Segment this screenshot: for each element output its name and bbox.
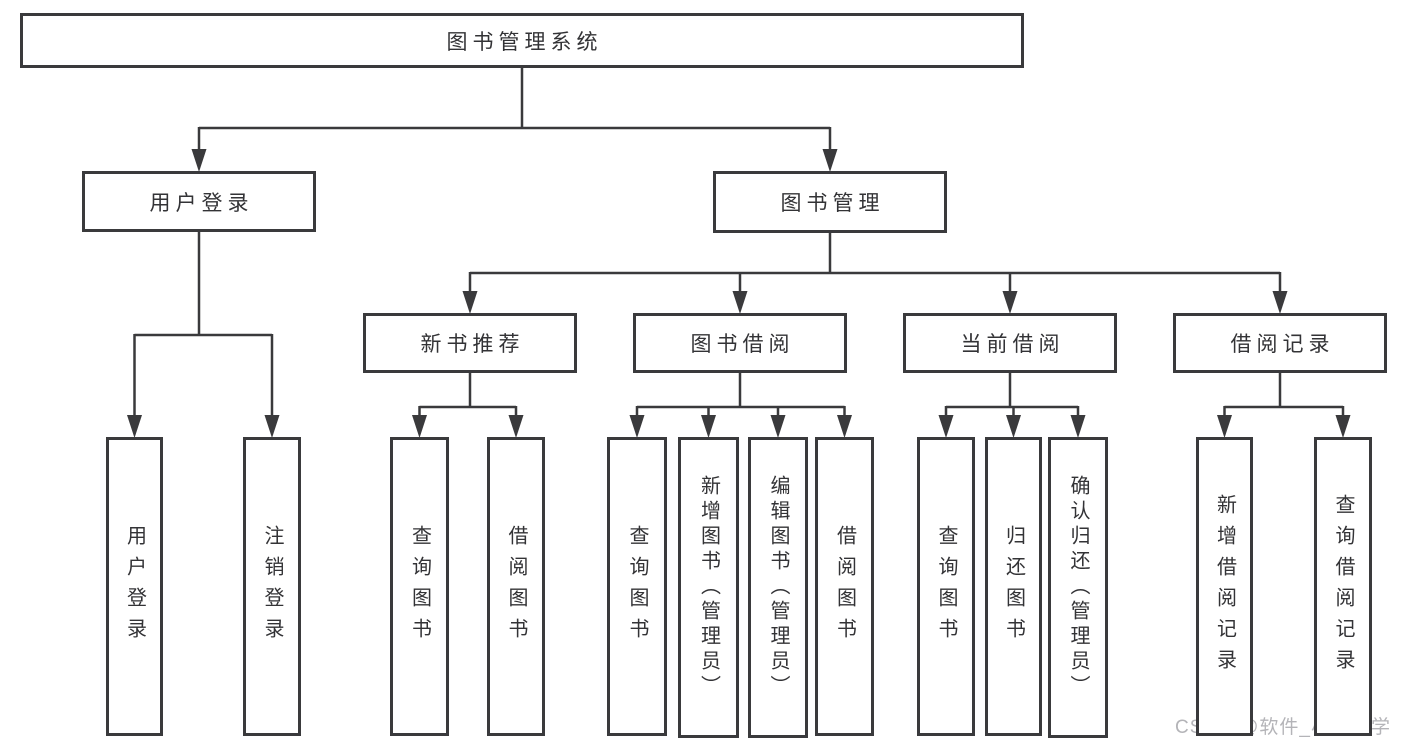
node-cb-query: 查询图书 [917, 437, 975, 736]
node-root: 图书管理系统 [20, 13, 1024, 68]
arrowhead-bb-borrow [837, 415, 852, 438]
node-bb-borrow: 借阅图书 [815, 437, 874, 736]
node-label-br-query: 查询借阅记录 [1332, 493, 1354, 680]
edge-user-login [127, 232, 280, 438]
arrowhead-br-add [1217, 415, 1232, 438]
node-br-add: 新增借阅记录 [1196, 437, 1253, 736]
arrowhead-bb-query [629, 415, 645, 438]
node-label-new-books: 新书推荐 [420, 333, 525, 356]
edge-current-borrow [938, 373, 1086, 438]
node-br-query: 查询借阅记录 [1314, 437, 1372, 736]
node-user-login: 用户登录 [82, 171, 316, 232]
node-label-cb-confirm: 确认归还（管理员） [1067, 475, 1089, 700]
node-bb-add: 新增图书（管理员） [678, 437, 739, 738]
arrowhead-bb-add [701, 415, 716, 438]
node-book-mgmt: 图书管理 [713, 171, 947, 233]
arrowhead-borrow-records [1272, 291, 1288, 314]
arrowhead-current-borrow [1002, 291, 1018, 314]
node-label-bb-borrow: 借阅图书 [833, 524, 856, 649]
arrowhead-bb-edit [770, 415, 786, 438]
arrowhead-book-borrow [732, 291, 748, 314]
arrowhead-new-books [462, 291, 478, 314]
node-leaf-logout: 注销登录 [243, 437, 301, 736]
node-bb-query: 查询图书 [607, 437, 667, 736]
node-new-books: 新书推荐 [363, 313, 577, 373]
arrowhead-cb-query [938, 415, 954, 438]
arrowhead-leaf-login [127, 415, 142, 438]
node-label-cb-query: 查询图书 [935, 524, 957, 649]
node-label-cb-return: 归还图书 [1002, 524, 1025, 649]
edge-root [191, 68, 838, 172]
node-label-leaf-login: 用户登录 [123, 524, 146, 649]
node-cb-return: 归还图书 [985, 437, 1042, 736]
arrowhead-br-query [1335, 415, 1351, 438]
edge-book-mgmt [462, 233, 1288, 314]
arrowhead-cb-return [1006, 415, 1021, 438]
edge-book-borrow [629, 373, 852, 438]
node-label-bb-query: 查询图书 [626, 524, 648, 649]
node-label-leaf-logout: 注销登录 [261, 524, 283, 649]
node-leaf-login: 用户登录 [106, 437, 163, 736]
node-label-book-borrow: 图书借阅 [690, 333, 795, 356]
arrowhead-book-mgmt [822, 149, 838, 172]
node-label-bb-add: 新增图书（管理员） [697, 475, 720, 700]
arrowhead-nb-query [412, 415, 427, 438]
node-label-user-login: 用户登录 [149, 191, 254, 215]
node-nb-query: 查询图书 [390, 437, 449, 736]
node-book-borrow: 图书借阅 [633, 313, 847, 373]
node-label-bb-edit: 编辑图书（管理员） [767, 475, 789, 700]
node-label-borrow-records: 借阅记录 [1230, 333, 1335, 356]
edge-new-books [412, 373, 524, 438]
node-label-nb-query: 查询图书 [408, 524, 431, 649]
arrowhead-cb-confirm [1070, 415, 1086, 438]
edge-borrow-records [1217, 373, 1351, 438]
node-bb-edit: 编辑图书（管理员） [748, 437, 808, 738]
node-label-nb-borrow: 借阅图书 [505, 524, 527, 649]
arrowhead-user-login [191, 149, 207, 172]
arrowhead-nb-borrow [508, 415, 524, 438]
node-cb-confirm: 确认归还（管理员） [1048, 437, 1108, 738]
node-current-borrow: 当前借阅 [903, 313, 1117, 373]
node-borrow-records: 借阅记录 [1173, 313, 1387, 373]
node-label-root: 图书管理系统 [446, 30, 603, 54]
arrowhead-leaf-logout [264, 415, 280, 438]
node-label-br-add: 新增借阅记录 [1213, 493, 1236, 680]
node-nb-borrow: 借阅图书 [487, 437, 545, 736]
node-label-current-borrow: 当前借阅 [960, 333, 1065, 356]
node-label-book-mgmt: 图书管理 [780, 192, 885, 215]
